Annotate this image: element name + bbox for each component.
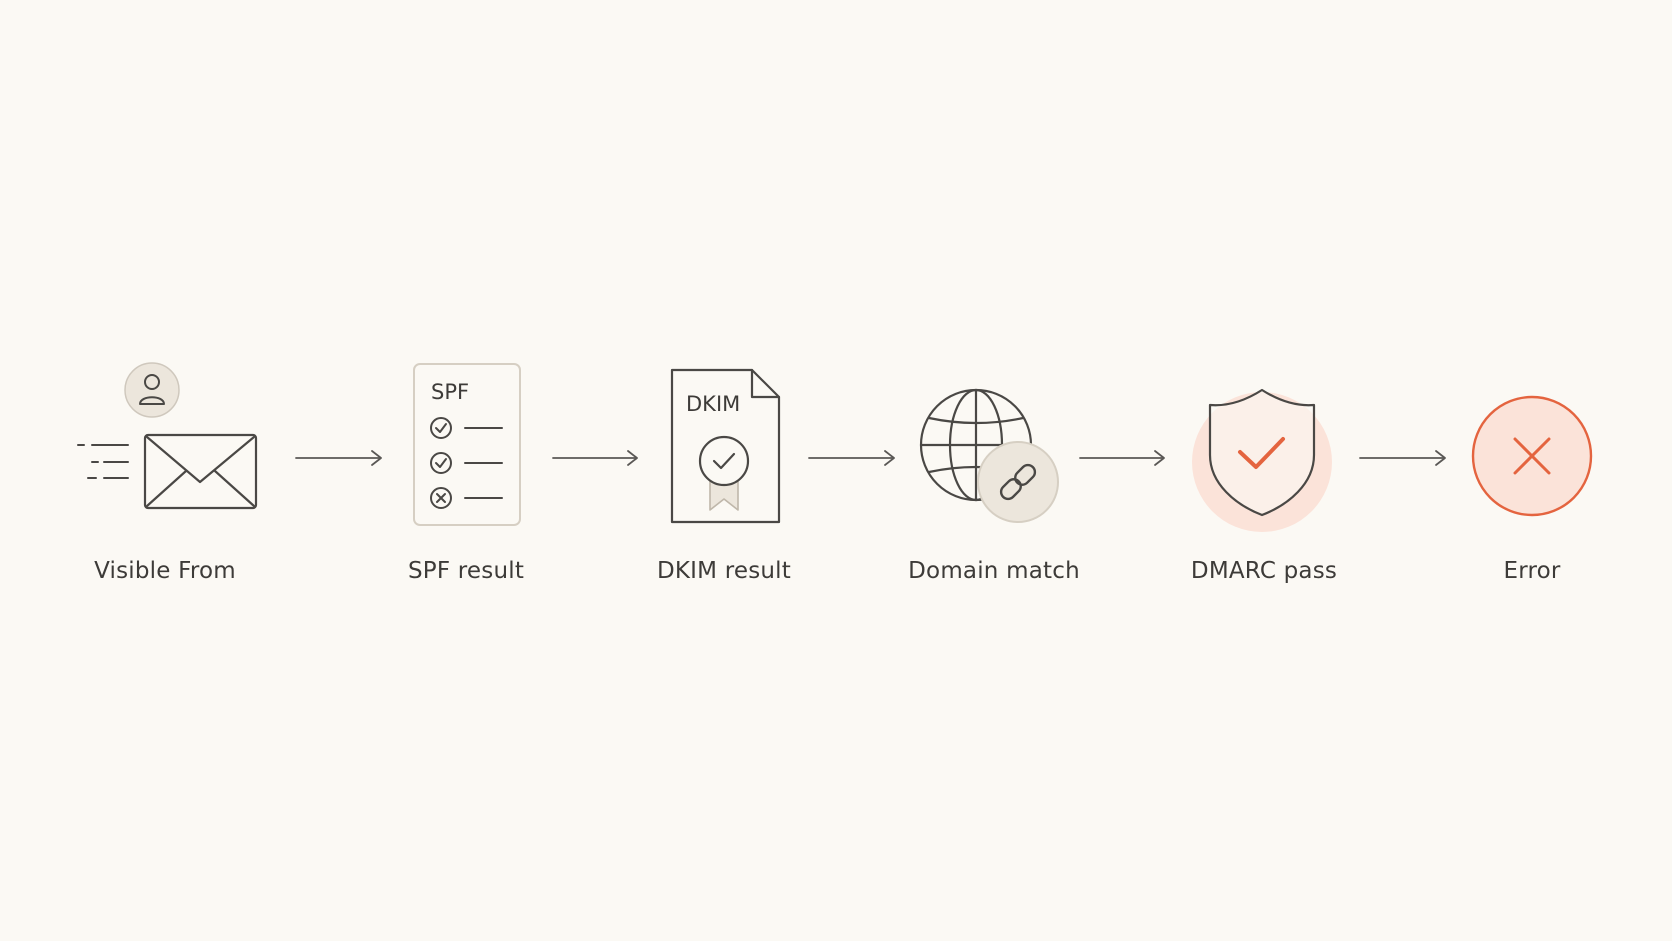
- step-label-domain-match: Domain match: [908, 558, 1080, 584]
- checklist-document-icon: SPF: [413, 363, 521, 526]
- step-label-dmarc-pass: DMARC pass: [1190, 558, 1338, 584]
- speed-lines-icon: [77, 444, 129, 479]
- step-label-visible-from: Visible From: [94, 558, 236, 584]
- arrow-4: [1079, 450, 1165, 466]
- step-dmarc-icon: [1192, 388, 1332, 532]
- step-error-icon: [1471, 395, 1593, 517]
- arrow-1: [295, 450, 382, 466]
- step-label-spf-result: SPF result: [407, 558, 525, 584]
- envelope-icon: [143, 433, 258, 510]
- spf-icon-text: SPF: [431, 380, 469, 404]
- step-label-dkim-result: DKIM result: [656, 558, 791, 584]
- arrow-5: [1359, 450, 1446, 466]
- step-domain-match-icon: [919, 388, 1059, 523]
- step-spf-icon: SPF: [413, 363, 521, 526]
- user-avatar-icon: [124, 362, 180, 418]
- step-label-error: Error: [1503, 558, 1561, 584]
- shield-check-icon: [1192, 388, 1332, 532]
- error-x-icon: [1471, 395, 1593, 517]
- link-icon: [977, 441, 1059, 523]
- certificate-document-icon: DKIM: [670, 368, 781, 524]
- step-visible-from-icon: [77, 362, 258, 510]
- step-dkim-icon: DKIM: [670, 368, 781, 524]
- arrow-3: [808, 450, 895, 466]
- arrow-2: [552, 450, 638, 466]
- dkim-icon-text: DKIM: [686, 392, 740, 416]
